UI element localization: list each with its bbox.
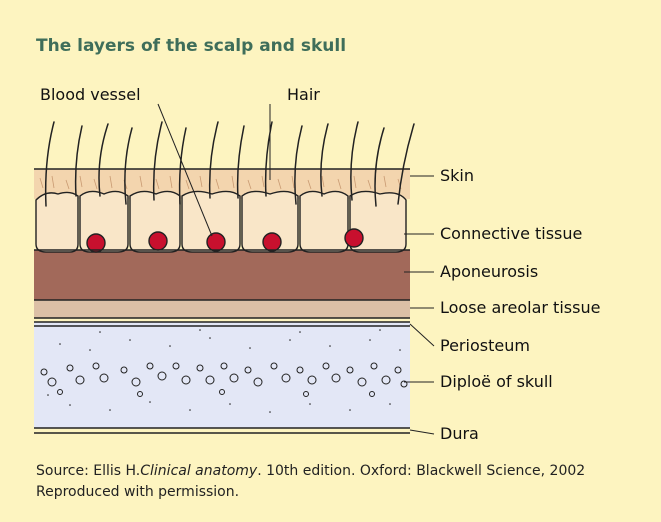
label-diploe: Diploë of skull (440, 372, 553, 391)
label-blood-vessel: Blood vessel (40, 85, 141, 104)
source-suffix: . 10th edition. Oxford: Blackwell Scienc… (257, 463, 585, 479)
label-dura: Dura (440, 424, 479, 443)
label-loose-areolar-tissue: Loose areolar tissue (440, 298, 600, 317)
label-periosteum: Periosteum (440, 336, 530, 355)
source-book-title: Clinical anatomy (140, 463, 257, 479)
diploe-layer (34, 322, 410, 428)
label-aponeurosis: Aponeurosis (440, 262, 538, 281)
label-skin: Skin (440, 166, 474, 185)
label-connective-tissue: Connective tissue (440, 224, 582, 243)
loose-areolar-layer (34, 300, 410, 318)
aponeurosis-layer (34, 250, 410, 300)
source-citation: Source: Ellis H.Clinical anatomy. 10th e… (36, 461, 585, 503)
label-hair: Hair (287, 85, 320, 104)
source-permission: Reproduced with permission. (36, 482, 585, 503)
source-prefix: Source: Ellis H. (36, 463, 140, 479)
